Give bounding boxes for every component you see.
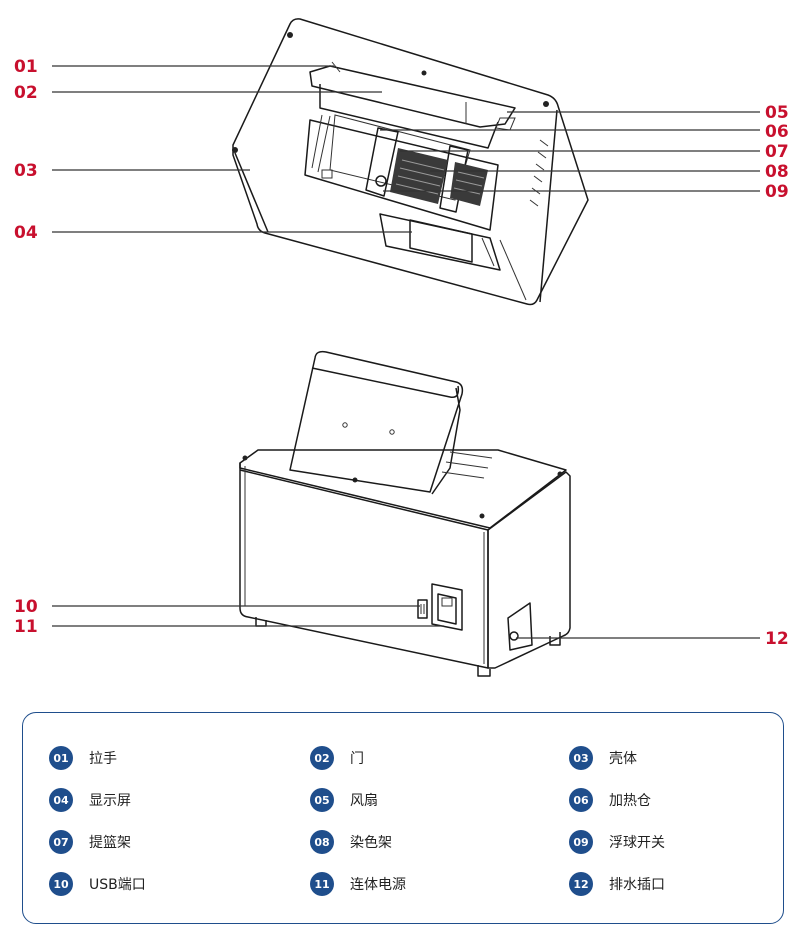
legend-label: 风扇 bbox=[350, 793, 378, 809]
legend-item-02: 02 门 bbox=[310, 745, 364, 771]
device-top-view bbox=[232, 18, 589, 306]
callout-04: 04 bbox=[14, 223, 38, 243]
leader-lines bbox=[52, 65, 760, 639]
callout-08: 08 bbox=[765, 162, 789, 182]
product-diagram: 01 02 03 04 05 06 07 08 09 10 11 12 bbox=[14, 18, 789, 677]
legend-label: 染色架 bbox=[350, 835, 392, 851]
legend-item-03: 03 壳体 bbox=[569, 745, 637, 771]
callout-05: 05 bbox=[765, 103, 789, 123]
callout-03: 03 bbox=[14, 161, 38, 181]
legend-badge: 02 bbox=[310, 746, 334, 770]
callout-09: 09 bbox=[765, 182, 789, 202]
legend-label: USB端口 bbox=[89, 877, 146, 893]
legend-item-11: 11 连体电源 bbox=[310, 871, 406, 897]
legend-item-04: 04 显示屏 bbox=[49, 787, 131, 813]
callout-10: 10 bbox=[14, 597, 38, 617]
legend-item-08: 08 染色架 bbox=[310, 829, 392, 855]
legend-badge: 01 bbox=[49, 746, 73, 770]
legend-label: 加热仓 bbox=[609, 793, 651, 809]
legend-label: 排水插口 bbox=[609, 877, 665, 893]
legend-badge: 08 bbox=[310, 830, 334, 854]
callout-numbers: 01 02 03 04 05 06 07 08 09 10 11 12 bbox=[14, 57, 789, 649]
device-rear-view bbox=[239, 350, 571, 677]
legend-label: 显示屏 bbox=[89, 793, 131, 809]
callout-12: 12 bbox=[765, 629, 789, 649]
callout-11: 11 bbox=[14, 617, 38, 637]
legend-panel: 01 拉手 02 门 03 壳体 04 显示屏 05 风扇 06 加热仓 07 … bbox=[22, 712, 784, 924]
legend-badge: 10 bbox=[49, 872, 73, 896]
legend-item-06: 06 加热仓 bbox=[569, 787, 651, 813]
legend-badge: 04 bbox=[49, 788, 73, 812]
legend-item-12: 12 排水插口 bbox=[569, 871, 665, 897]
callout-06: 06 bbox=[765, 122, 789, 142]
legend-label: 壳体 bbox=[609, 751, 637, 767]
legend-badge: 03 bbox=[569, 746, 593, 770]
callout-07: 07 bbox=[765, 142, 789, 162]
legend-badge: 09 bbox=[569, 830, 593, 854]
legend-label: 连体电源 bbox=[350, 877, 406, 893]
callout-01: 01 bbox=[14, 57, 38, 77]
legend-badge: 05 bbox=[310, 788, 334, 812]
legend-badge: 11 bbox=[310, 872, 334, 896]
legend-item-09: 09 浮球开关 bbox=[569, 829, 665, 855]
legend-label: 门 bbox=[350, 751, 364, 767]
legend-badge: 07 bbox=[49, 830, 73, 854]
callout-02: 02 bbox=[14, 83, 38, 103]
legend-badge: 12 bbox=[569, 872, 593, 896]
legend-label: 提篮架 bbox=[89, 835, 131, 851]
legend-item-07: 07 提篮架 bbox=[49, 829, 131, 855]
legend-badge: 06 bbox=[569, 788, 593, 812]
legend-item-10: 10 USB端口 bbox=[49, 871, 146, 897]
legend-item-01: 01 拉手 bbox=[49, 745, 117, 771]
legend-label: 浮球开关 bbox=[609, 835, 665, 851]
legend-item-05: 05 风扇 bbox=[310, 787, 378, 813]
legend-label: 拉手 bbox=[89, 751, 117, 767]
